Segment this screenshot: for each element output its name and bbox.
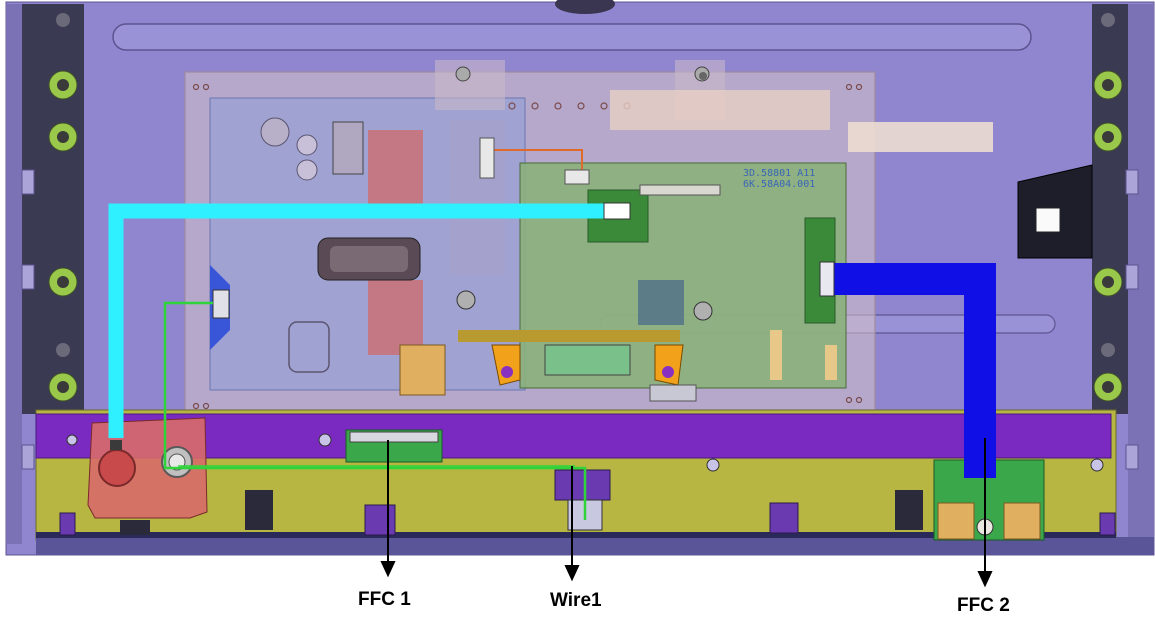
board-part-number-1: 3D.58801 A11 bbox=[743, 168, 816, 179]
purple-strip bbox=[35, 413, 1112, 459]
ffc1-cable bbox=[108, 203, 630, 438]
orange-bracket-left bbox=[491, 344, 521, 386]
wire1 bbox=[163, 301, 587, 520]
left-mount-bosses bbox=[48, 13, 78, 402]
wire1-label: Wire1 bbox=[550, 590, 602, 611]
left-rail bbox=[22, 4, 84, 414]
right-mount-bosses bbox=[1093, 13, 1123, 402]
ffc1-label: FFC 1 bbox=[358, 589, 411, 610]
board-part-number-2: 6K.58A04.001 bbox=[743, 179, 816, 190]
ffc2-cable bbox=[820, 263, 996, 478]
ffc2-label: FFC 2 bbox=[957, 595, 1010, 616]
orange-bracket-right bbox=[654, 344, 684, 386]
callout-arrows bbox=[380, 438, 993, 588]
